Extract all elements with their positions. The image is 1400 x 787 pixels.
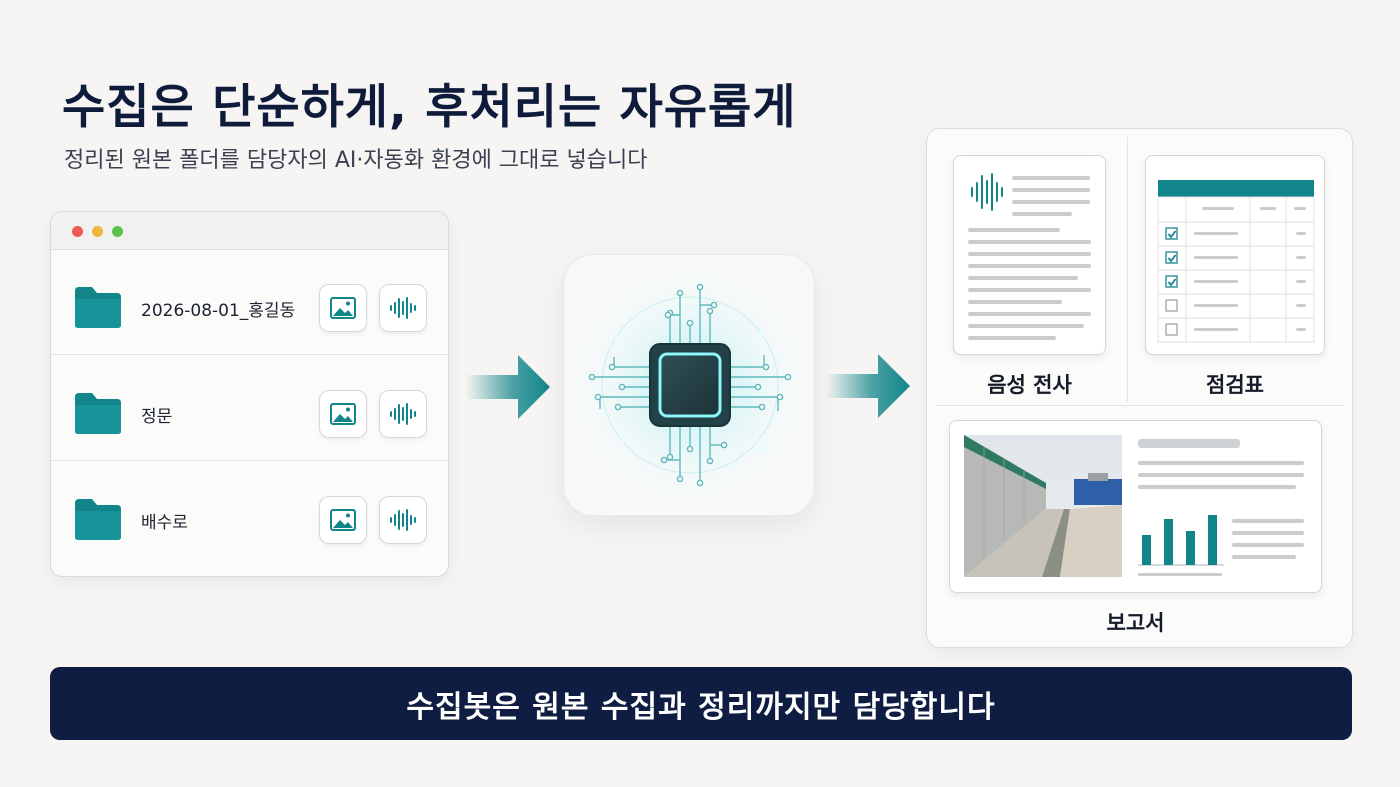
image-file-button[interactable] [319, 390, 367, 438]
image-icon [330, 403, 356, 425]
checkbox-checked-icon[interactable] [1165, 251, 1178, 264]
checklist-label: 점검표 [1206, 373, 1264, 397]
audio-file-button[interactable] [379, 284, 427, 332]
folder-name: 배수로 [141, 513, 188, 533]
report-label: 보고서 [1106, 611, 1165, 635]
check-mark-icon [1167, 230, 1177, 239]
image-file-button[interactable] [319, 496, 367, 544]
image-file-button[interactable] [319, 284, 367, 332]
checkbox-empty-icon[interactable] [1165, 323, 1178, 336]
report-document[interactable] [949, 420, 1322, 593]
audio-waveform-icon [390, 297, 416, 319]
checklist-document[interactable] [1145, 155, 1325, 355]
transcript-document-content [968, 173, 1091, 340]
checkbox-empty-icon[interactable] [1165, 299, 1178, 312]
minimize-dot-icon[interactable] [92, 226, 103, 237]
transcript-label: 음성 전사 [987, 373, 1072, 397]
folder-name: 2026-08-01_홍길동 [141, 301, 296, 321]
folder-row[interactable]: 정문 [51, 356, 448, 461]
image-icon [330, 509, 356, 531]
maximize-dot-icon[interactable] [112, 226, 123, 237]
check-mark-icon [1167, 254, 1177, 263]
checkbox-checked-icon[interactable] [1165, 275, 1178, 288]
audio-waveform-icon [390, 403, 416, 425]
panel-divider [935, 405, 1344, 406]
ai-processor-card [563, 254, 815, 516]
checklist-table [1157, 180, 1315, 343]
checkbox-checked-icon[interactable] [1165, 227, 1178, 240]
outputs-panel: 음성 전사 점검표 [926, 128, 1353, 648]
bottom-banner: 수집봇은 원본 수집과 정리까지만 담당합니다 [50, 667, 1352, 740]
folder-icon [75, 393, 121, 434]
banner-text: 수집봇은 원본 수집과 정리까지만 담당합니다 [406, 689, 996, 725]
folder-row[interactable]: 배수로 [51, 462, 448, 567]
audio-waveform-icon [390, 509, 416, 531]
check-mark-icon [1167, 278, 1177, 287]
folder-name: 정문 [141, 407, 173, 427]
folder-icon [75, 287, 121, 328]
panel-divider [1127, 137, 1128, 402]
window-title-bar [51, 212, 448, 250]
page-title: 수집은 단순하게, 후처리는 자유롭게 [62, 80, 797, 135]
transcript-document[interactable] [953, 155, 1106, 355]
page-subtitle: 정리된 원본 폴더를 담당자의 AI·자동화 환경에 그대로 넣습니다 [64, 148, 648, 173]
folder-icon [75, 499, 121, 540]
report-content [1138, 439, 1304, 576]
audio-waveform-icon [971, 173, 1003, 211]
flow-arrow-right-icon [826, 354, 910, 418]
audio-file-button[interactable] [379, 390, 427, 438]
folder-window: 2026-08-01_홍길동 [50, 211, 449, 577]
flow-arrow-right-icon [466, 355, 550, 419]
close-dot-icon[interactable] [72, 226, 83, 237]
audio-file-button[interactable] [379, 496, 427, 544]
image-icon [330, 297, 356, 319]
folder-row[interactable]: 2026-08-01_홍길동 [51, 250, 448, 355]
site-photo-image [964, 435, 1122, 577]
ai-chip-icon [572, 267, 808, 503]
